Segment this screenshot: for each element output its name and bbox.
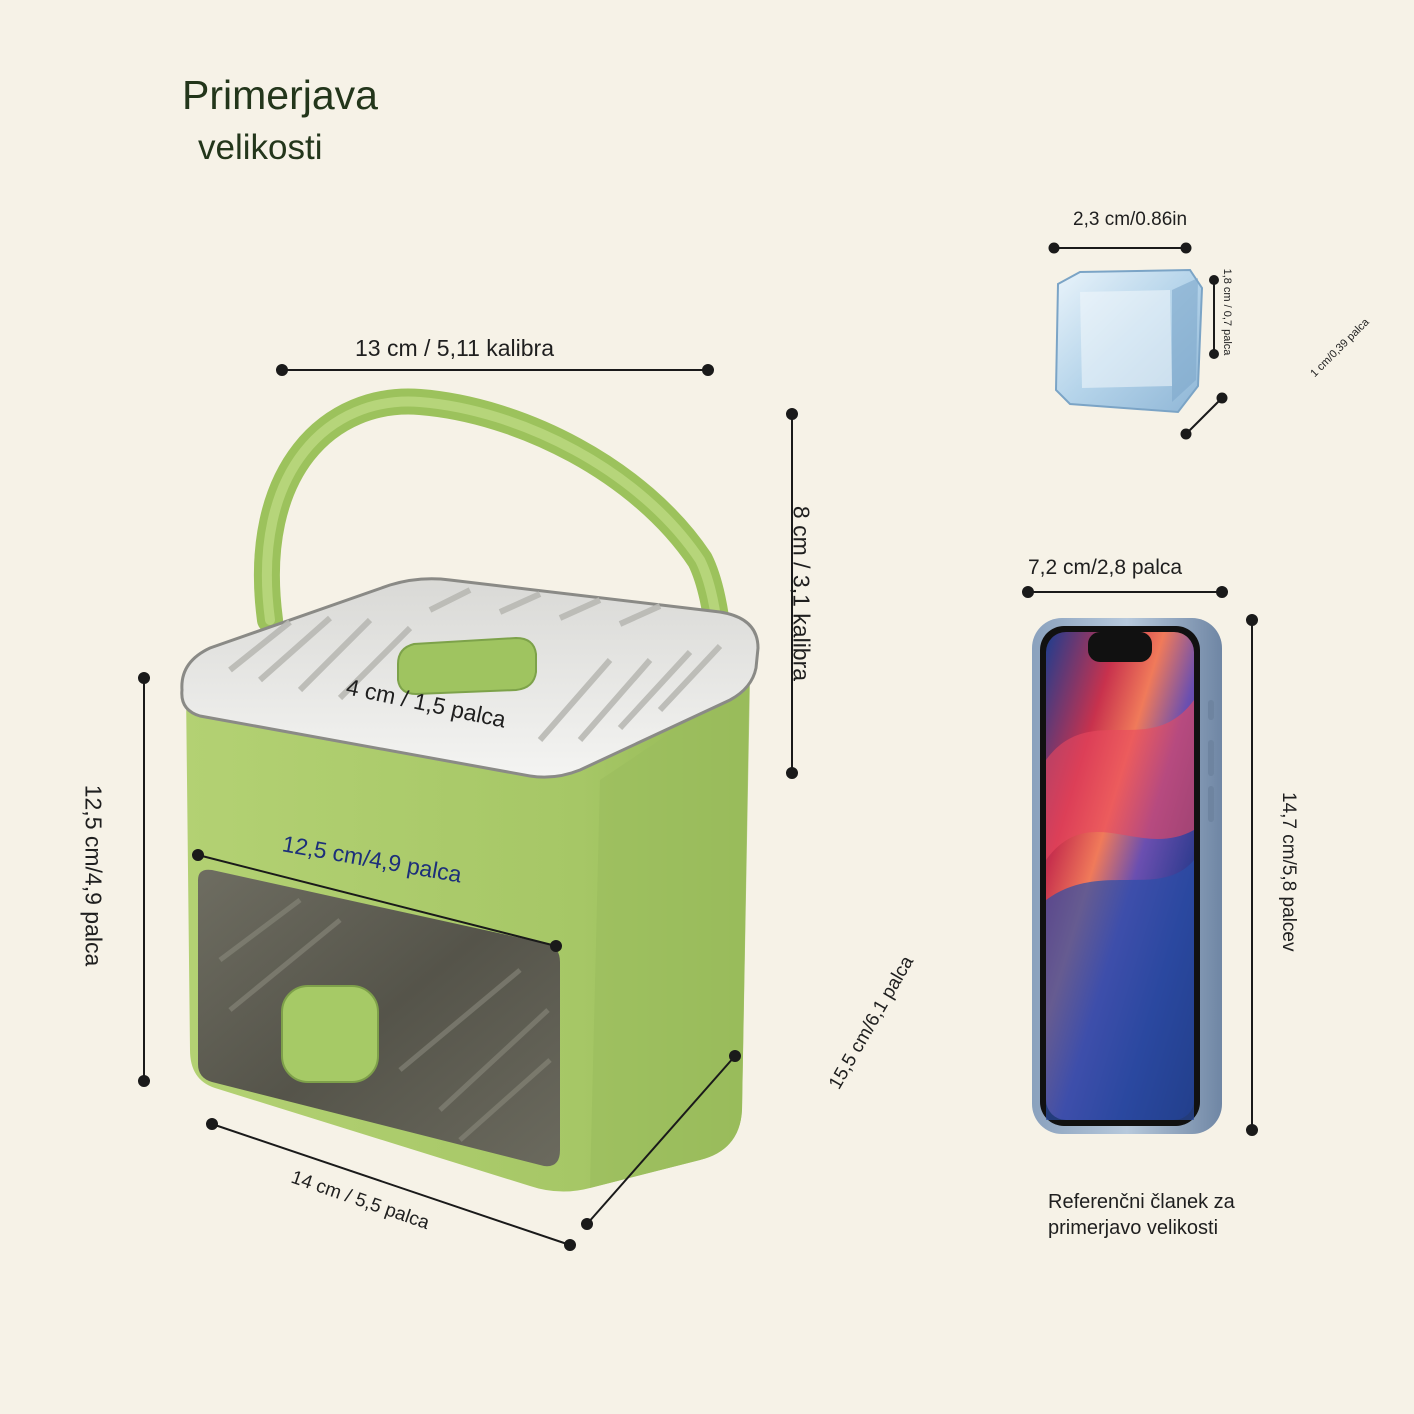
label-body-height: 12,5 cm/4,9 palca: [80, 784, 107, 967]
label-ice-width: 2,3 cm/0.86in: [1073, 209, 1188, 230]
label-phone-width: 7,2 cm/2,8 palca: [1028, 556, 1183, 579]
ice-dimension-lines: [1048, 242, 1228, 440]
page-title-line1: Primerjava: [182, 72, 378, 118]
reference-note-line1: Referenčni članek za: [1048, 1191, 1235, 1213]
ice-cube-image: [1054, 268, 1204, 414]
page-title-line2: velikosti: [198, 128, 323, 167]
phone-image: [1032, 618, 1222, 1134]
drawer-knob: [281, 985, 379, 1083]
storage-box-drawer: [198, 869, 560, 1167]
reference-note-line2: primerjavo velikosti: [1048, 1217, 1219, 1239]
phone-notch: [1088, 632, 1152, 662]
dimension-lines: [138, 364, 798, 1251]
label-phone-height: 14,7 cm/5,8 palcev: [1278, 792, 1299, 952]
storage-box-lid: [180, 577, 760, 779]
phone-dimension-lines: [1022, 586, 1258, 1136]
lid-knob: [397, 636, 537, 696]
label-top-width: 13 cm / 5,11 kalibra: [355, 335, 555, 361]
label-ice-height: 1,8 cm / 0,7 palca: [1221, 268, 1233, 356]
label-handle-height: 8 cm / 3,1 kalibra: [788, 505, 815, 682]
